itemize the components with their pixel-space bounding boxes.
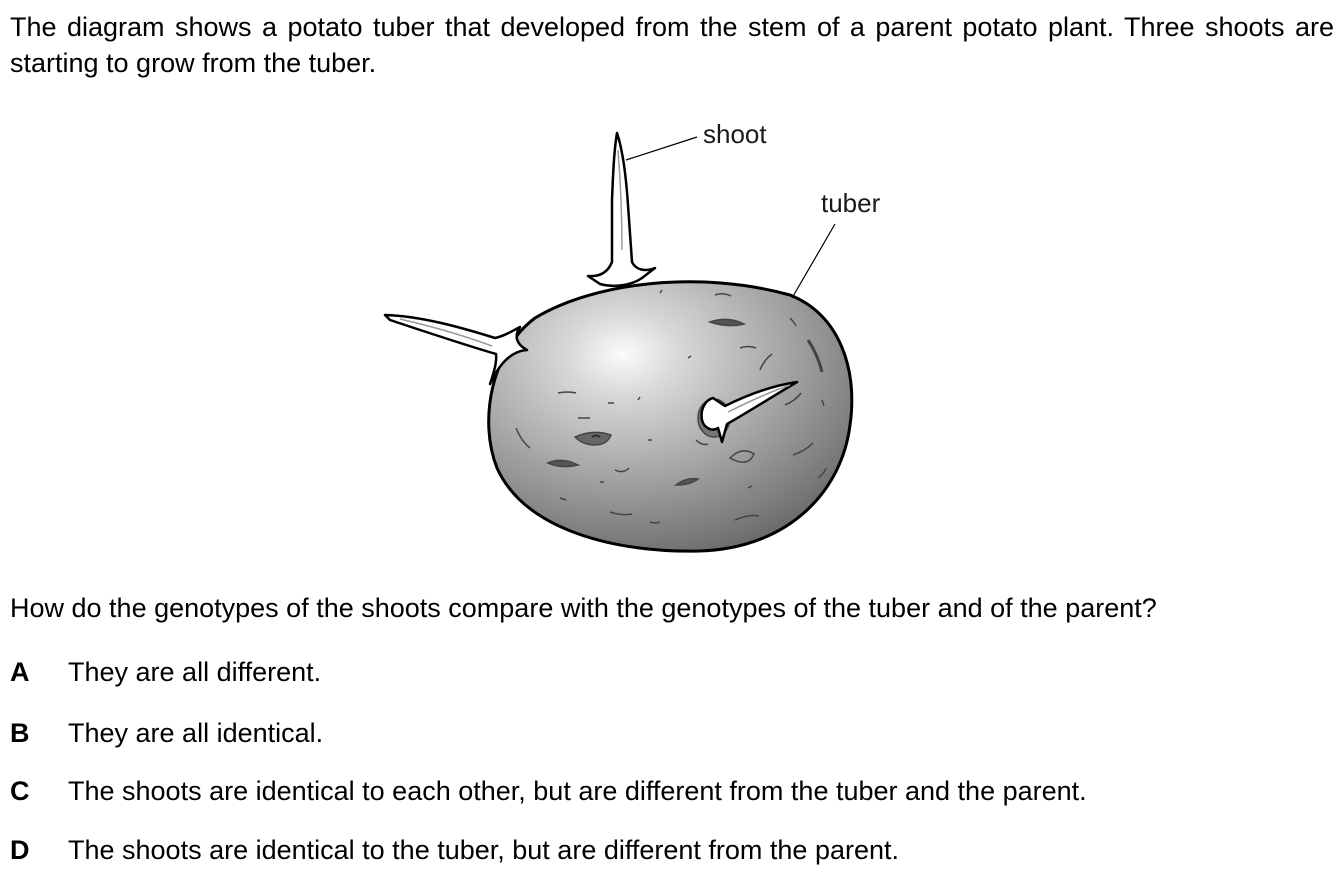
option-letter: A <box>10 657 30 687</box>
front-shoot <box>700 380 799 444</box>
potato-diagram: shoot tuber <box>0 100 1340 570</box>
left-shoot <box>383 313 529 386</box>
option-b[interactable]: B They are all identical. <box>10 715 323 751</box>
option-text: The shoots are identical to each other, … <box>68 776 1087 806</box>
option-text: They are all different. <box>68 657 322 687</box>
tuber-surface-marks <box>515 289 827 524</box>
option-text: The shoots are identical to the tuber, b… <box>68 835 900 865</box>
question-text: How do the genotypes of the shoots compa… <box>10 593 1157 623</box>
option-letter: D <box>10 835 30 865</box>
intro-text: The diagram shows a potato tuber that de… <box>10 12 1334 78</box>
shoot-label: shoot <box>703 119 767 149</box>
option-letter: C <box>10 776 30 806</box>
tuber-body <box>487 280 854 553</box>
option-d[interactable]: D The shoots are identical to the tuber, … <box>10 832 899 868</box>
potato-diagram-svg: shoot tuber <box>383 119 881 553</box>
tuber-leader-line <box>791 223 836 299</box>
shoot-leader-line <box>625 136 698 161</box>
option-letter: B <box>10 718 30 748</box>
option-text: They are all identical. <box>68 718 324 748</box>
tuber-label: tuber <box>821 188 881 218</box>
option-c[interactable]: C The shoots are identical to each other,… <box>10 773 1087 809</box>
option-a[interactable]: A They are all different. <box>10 654 321 690</box>
